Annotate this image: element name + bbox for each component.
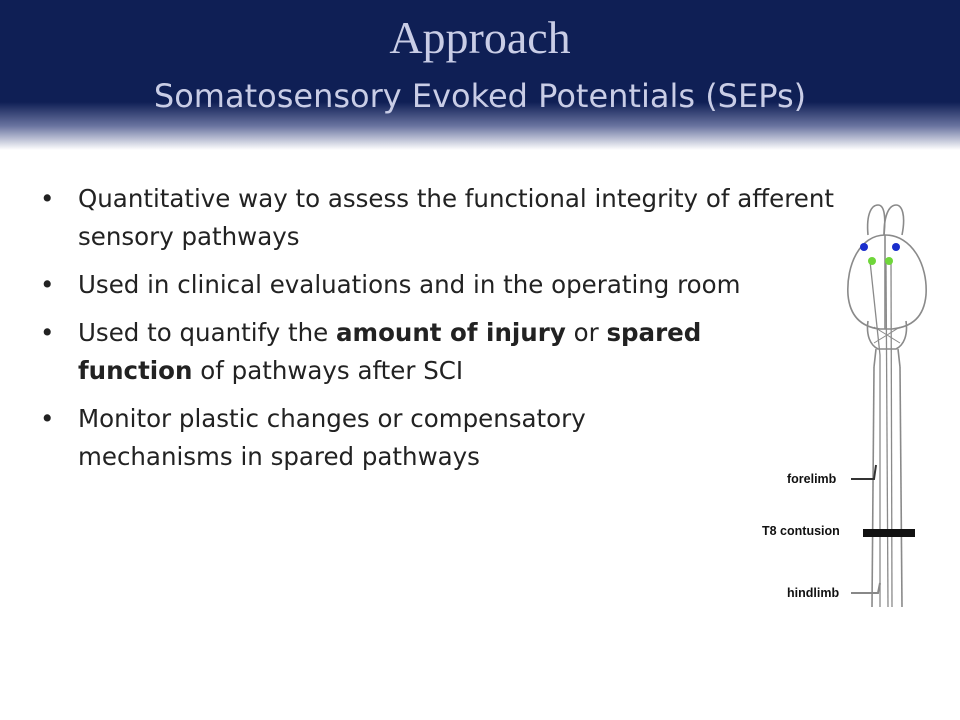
bullet-item: • Used to quantify the amount of injury … <box>36 314 738 390</box>
bullet-text-mid: or <box>565 318 607 347</box>
bullet-dot-icon: • <box>40 270 55 299</box>
bullet-list: • Quantitative way to assess the functio… <box>36 180 846 486</box>
electrode-green-left-icon <box>868 257 876 265</box>
slide-subtitle: Somatosensory Evoked Potentials (SEPs) <box>153 77 807 115</box>
bullet-text-pre: Used to quantify the <box>78 318 337 347</box>
t8-lesion-bar-shape <box>863 529 915 537</box>
olfactory-bulb-right-shape <box>883 204 905 236</box>
electrode-blue-left-icon <box>860 243 868 251</box>
cord-left-edge-shape <box>871 366 875 608</box>
bullet-dot-icon: • <box>40 184 55 213</box>
pathway-line-3-shape <box>869 260 881 607</box>
forelimb-connector-shape <box>851 464 877 480</box>
bullet-text-post: of pathways after SCI <box>192 356 464 385</box>
bullet-text: Monitor plastic changes or compensatory … <box>78 404 586 471</box>
bullet-bold-amount-of-injury: amount of injury <box>336 318 566 347</box>
pathway-line-2-shape <box>890 260 893 608</box>
rat-spinal-cord-diagram: forelimb T8 contusion hindlimb <box>762 204 927 608</box>
brainstem-shape <box>873 348 901 368</box>
bullet-bold-spared-function: spared function <box>78 318 702 385</box>
olfactory-bulb-left-shape <box>866 204 886 236</box>
electrode-green-right-icon <box>885 257 893 265</box>
cord-right-edge-shape <box>899 366 903 608</box>
slide-title: Approach <box>389 12 571 63</box>
label-t8-contusion: T8 contusion <box>762 524 840 538</box>
bullet-item: • Monitor plastic changes or compensator… <box>36 400 738 476</box>
header-banner: Approach Somatosensory Evoked Potentials… <box>0 0 960 150</box>
bullet-item: • Used in clinical evaluations and in th… <box>36 266 858 304</box>
hemisphere-right-shape <box>884 234 927 330</box>
bullet-item: • Quantitative way to assess the functio… <box>36 180 846 256</box>
bullet-text: Used in clinical evaluations and in the … <box>78 270 741 299</box>
hemisphere-left-shape <box>847 234 886 330</box>
label-forelimb: forelimb <box>787 472 837 486</box>
bullet-dot-icon: • <box>40 318 55 347</box>
bullet-dot-icon: • <box>40 404 55 433</box>
pathway-line-1-shape <box>885 260 889 608</box>
bullet-text: Quantitative way to assess the functiona… <box>78 184 834 251</box>
hindlimb-connector-shape <box>851 582 881 594</box>
label-hindlimb: hindlimb <box>787 586 839 600</box>
electrode-blue-right-icon <box>892 243 900 251</box>
